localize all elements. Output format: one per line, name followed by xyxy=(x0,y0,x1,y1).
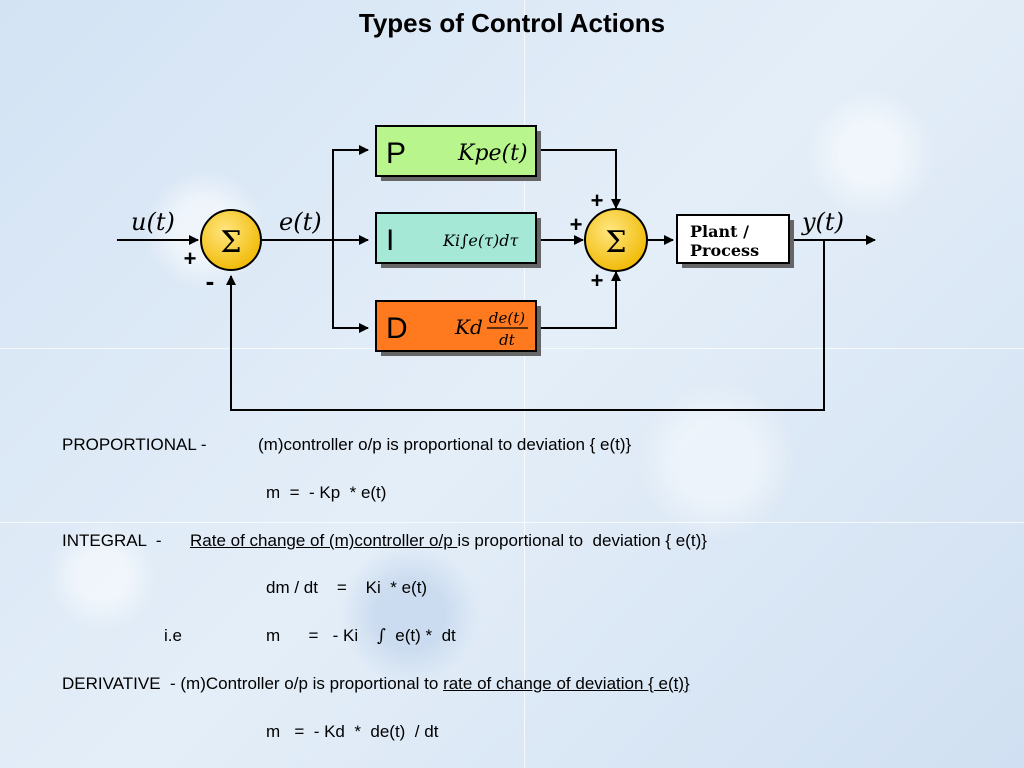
p-output-arrow xyxy=(538,149,621,209)
i-block xyxy=(375,212,537,264)
sum-symbol: Σ xyxy=(220,225,241,260)
sum-symbol: Σ xyxy=(605,225,626,260)
error-label: e(t) xyxy=(279,208,322,236)
integral-equation-1: dm / dt = Ki * e(t) xyxy=(266,578,428,597)
i-letter: I xyxy=(386,224,394,257)
derivative-description: DERIVATIVE - (m)Controller o/p is propor… xyxy=(62,674,690,694)
branch-to-d xyxy=(332,240,369,333)
d-formula-numerator: de(t) xyxy=(489,309,525,327)
integral-description-underlined: Rate of change of (m)controller o/p xyxy=(190,531,458,550)
integral-ie-label: i.e xyxy=(164,626,182,645)
p-formula: Kpe(t) xyxy=(457,141,528,166)
integral-description: Rate of change of (m)controller o/p is p… xyxy=(190,531,707,551)
control-block-diagram: Σ + - Σ + + + u(t) e(t) y(t) P Kpe(t) I … xyxy=(117,125,876,411)
feedback-path xyxy=(226,240,825,411)
d-formula-k: Kd xyxy=(454,315,483,339)
integral-equation-2-left: m = - Ki xyxy=(266,626,377,645)
sum2-plus-top: + xyxy=(591,188,604,213)
integral-equation-2-right: e(t) * dt xyxy=(385,626,456,645)
summing-junction-2 xyxy=(584,208,648,272)
p-letter: P xyxy=(386,137,406,170)
plant-label-line2: Process xyxy=(690,241,759,260)
derivative-label: DERIVATIVE - (m)Controller o/p is propor… xyxy=(62,674,444,693)
sum2-plus-bottom: + xyxy=(591,268,604,293)
d-letter: D xyxy=(386,312,408,345)
plant-label-line1: Plant / xyxy=(690,222,749,241)
input-label: u(t) xyxy=(131,208,175,236)
proportional-label: PROPORTIONAL - xyxy=(62,435,207,454)
summing-junction-1 xyxy=(200,209,262,271)
sum1-minus-sign: - xyxy=(206,266,215,296)
output-label: y(t) xyxy=(801,208,844,236)
background-tile-line xyxy=(0,522,1024,523)
integral-sign: ∫ xyxy=(377,626,386,646)
integral-equation-2: m = - Ki ∫ e(t) * dt xyxy=(266,626,456,646)
integral-label: INTEGRAL - xyxy=(62,531,162,550)
derivative-equation: m = - Kd * de(t) / dt xyxy=(266,722,439,741)
sum1-plus-sign: + xyxy=(184,246,197,271)
slide-title: Types of Control Actions xyxy=(358,8,666,38)
derivative-description-underlined: rate of change of deviation { e(t)} xyxy=(443,674,690,693)
d-formula-denominator: dt xyxy=(499,331,516,349)
d-block xyxy=(375,300,537,352)
p-block xyxy=(375,125,537,177)
proportional-equation: m = - Kp * e(t) xyxy=(266,483,387,502)
d-output-arrow xyxy=(538,271,621,329)
branch-to-p xyxy=(332,145,369,240)
proportional-description: (m)controller o/p is proportional to dev… xyxy=(258,435,632,454)
sum2-plus-left: + xyxy=(570,212,583,237)
background-tile-line xyxy=(524,0,525,768)
plant-block xyxy=(676,214,790,264)
i-formula: Ki∫e(τ)dτ xyxy=(442,231,519,250)
integral-description-rest: is proportional to deviation { e(t)} xyxy=(457,531,707,550)
